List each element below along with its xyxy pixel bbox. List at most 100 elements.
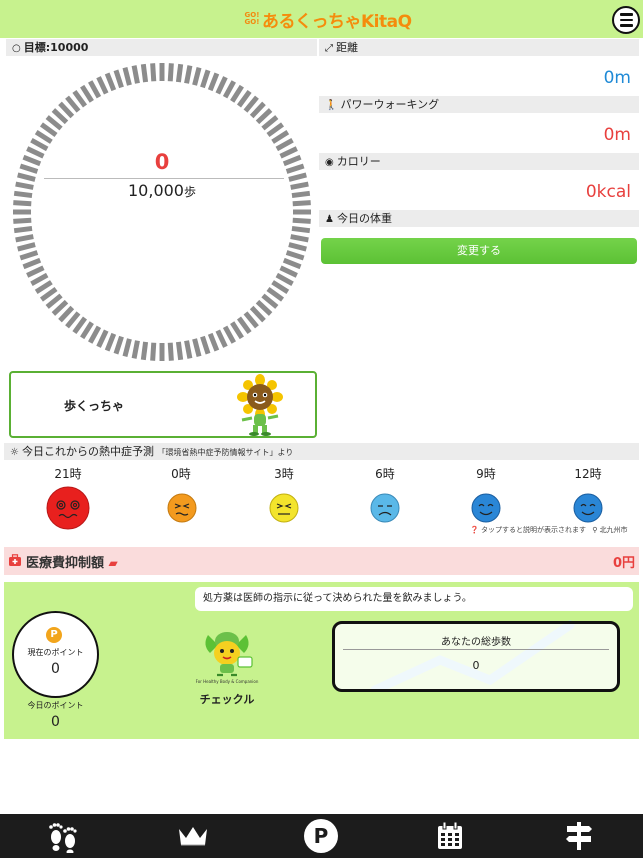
- today-points-label: 今日のポイント: [27, 701, 84, 710]
- gauge-tick: [13, 225, 33, 234]
- crown-icon: [179, 827, 207, 846]
- book-icon: ▰: [108, 556, 118, 570]
- forecast-location: 北九州市: [599, 526, 628, 534]
- gauge-tick: [58, 101, 75, 119]
- gauge-tick: [104, 72, 117, 92]
- gauge-tick: [39, 286, 58, 302]
- gauge-tick: [17, 242, 36, 252]
- gauge-tick: [131, 340, 140, 359]
- forecast-hour: 21時: [54, 467, 82, 481]
- nav-points[interactable]: P: [296, 814, 346, 858]
- today-points-value: 0: [51, 714, 60, 730]
- menu-button[interactable]: [612, 6, 640, 34]
- change-weight-button[interactable]: 変更する: [321, 238, 637, 264]
- forecast-hour: 3時: [274, 467, 294, 481]
- checkle-character-icon[interactable]: [198, 627, 256, 679]
- meter-icon: ◉: [325, 157, 334, 168]
- gauge-tick: [26, 146, 45, 159]
- sunflower-character-icon: [237, 374, 283, 436]
- app-header: [0, 0, 643, 38]
- gauge-tick: [222, 80, 236, 99]
- gauge-tick: [13, 190, 33, 199]
- safe-face-icon[interactable]: [471, 493, 501, 523]
- sun-icon: ☼: [10, 447, 19, 458]
- gauge-tick: [167, 63, 174, 82]
- heatstroke-source: 「環境省熱中症予防情報サイト」より: [157, 448, 294, 457]
- gauge-tick: [19, 163, 39, 174]
- gauge-tick: [26, 265, 45, 278]
- gauge-tick: [175, 63, 184, 83]
- gauge-tick: [72, 316, 88, 335]
- gauge-tick: [30, 138, 49, 152]
- gauge-tick: [243, 95, 259, 113]
- question-icon: ❓: [470, 526, 479, 534]
- gauge-tick: [17, 172, 36, 182]
- gauge-tick: [271, 280, 290, 294]
- signpost-icon: [566, 822, 592, 850]
- gauge-tick: [291, 190, 311, 199]
- gauge-tick: [113, 335, 124, 355]
- gauge-tick: [13, 217, 32, 224]
- gauge-tick: [288, 172, 307, 182]
- gauge-tick: [207, 72, 220, 92]
- gauge-tick: [72, 89, 88, 108]
- severe-warning-face-icon[interactable]: [167, 493, 197, 523]
- circle-icon: ○: [12, 43, 21, 54]
- current-points-label: 現在のポイント: [27, 648, 84, 657]
- gauge-tick: [19, 250, 39, 261]
- gauge-tick: [30, 272, 49, 286]
- gauge-tick: [96, 329, 109, 348]
- nav-steps[interactable]: [38, 814, 88, 858]
- gauge-tick: [45, 115, 63, 131]
- nav-calendar[interactable]: [425, 814, 475, 858]
- gauge-tick: [122, 67, 132, 86]
- safe-face-icon[interactable]: [573, 493, 603, 523]
- gauge-tick: [184, 65, 193, 84]
- distance-bar: ⤢距離: [319, 39, 639, 56]
- gauge-tick: [279, 265, 298, 278]
- gauge-tick: [104, 332, 117, 352]
- gauge-tick: [39, 122, 58, 138]
- gauge-tick: [22, 154, 42, 167]
- calorie-value: 0kcal: [585, 182, 631, 202]
- gauge-tick: [96, 76, 109, 95]
- app-logo: GO! GO! あるくっちゃKitaQ: [244, 6, 413, 32]
- hamburger-icon: [619, 13, 633, 16]
- gauge-tick: [184, 340, 193, 359]
- gauge-tick: [255, 299, 273, 316]
- total-steps-box[interactable]: [332, 621, 620, 692]
- gauge-tick: [249, 305, 266, 323]
- gauge-tick: [290, 234, 309, 243]
- heatstroke-title: 今日これからの熱中症予測: [21, 445, 154, 458]
- total-steps-label: あなたの総歩数: [441, 637, 511, 648]
- gauge-tick: [65, 311, 81, 329]
- nav-walking-course[interactable]: [554, 814, 604, 858]
- weight-bar: ♟今日の体重: [319, 210, 639, 227]
- gauge-tick: [236, 316, 252, 335]
- gauge-tick: [200, 69, 211, 89]
- gauge-tick: [222, 325, 236, 344]
- health-tip: 処方薬は医師の指示に従って決められた量を飲みましょう。: [195, 587, 633, 611]
- total-steps-divider: [343, 649, 609, 650]
- warning-face-icon[interactable]: [269, 493, 299, 523]
- gauge-tick: [200, 335, 211, 355]
- gauge-tick: [261, 115, 279, 131]
- caution-face-icon[interactable]: [370, 493, 400, 523]
- gauge-tick: [255, 108, 273, 125]
- nav-ranking[interactable]: [168, 814, 218, 858]
- current-points-circle[interactable]: [12, 611, 99, 698]
- gauge-tick: [282, 154, 302, 167]
- weight-label: 今日の体重: [336, 212, 392, 225]
- power-walking-bar: 🚶パワーウォーキング: [319, 96, 639, 113]
- current-steps: 0: [154, 150, 170, 174]
- first-aid-icon: [9, 554, 21, 566]
- gauge-tick: [51, 108, 69, 125]
- gauge-divider: [44, 178, 284, 179]
- gauge-tick: [249, 101, 266, 119]
- gauge-tick: [230, 84, 244, 103]
- gauge-tick: [15, 234, 34, 243]
- location-pin-icon: ⚲: [592, 526, 598, 534]
- svg-text:P: P: [314, 824, 329, 848]
- danger-face-icon[interactable]: [46, 486, 90, 530]
- power-walking-label: パワーウォーキング: [340, 98, 440, 111]
